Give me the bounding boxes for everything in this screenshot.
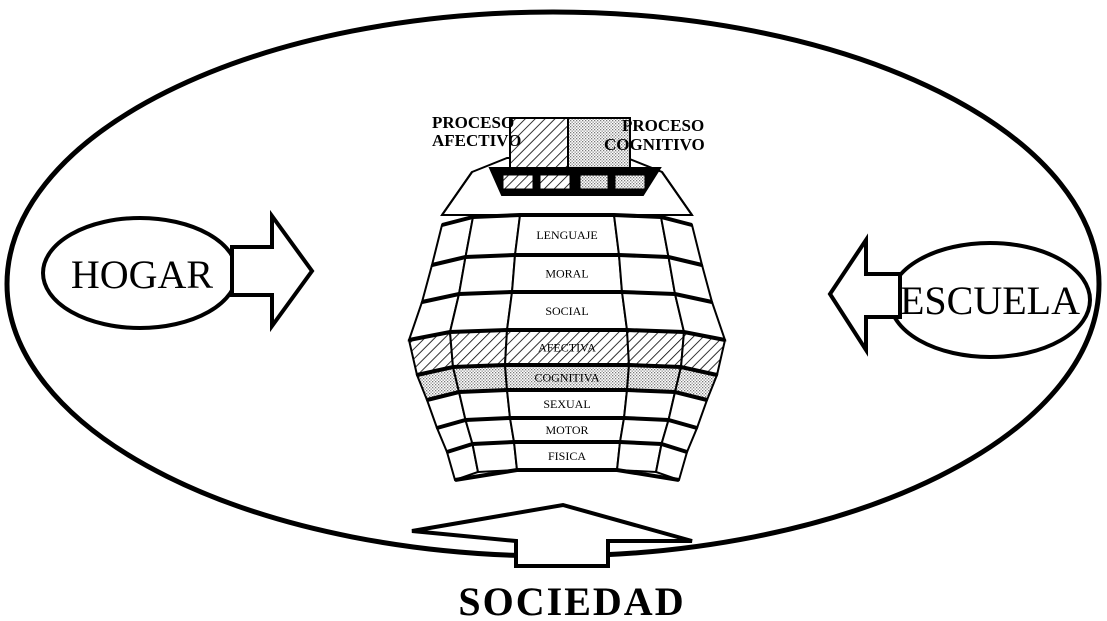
prism-layer-sexual: SEXUAL <box>425 388 709 430</box>
layer-label-lenguaje: LENGUAJE <box>536 228 597 242</box>
proceso-afectivo-line-1: PROCESO <box>432 113 514 132</box>
development-prism: LENGUAJE MORAL SOCIAL AFECTIVA COGNITIVA SEXU… <box>407 117 727 482</box>
layer-separator <box>408 328 726 342</box>
hogar-label: HOGAR <box>71 252 214 297</box>
proceso-cognitivo-line-2: COGNITIVO <box>604 135 705 154</box>
proceso-afectivo-label: PROCESO AFECTIVO <box>432 113 521 150</box>
proceso-afectivo-block <box>509 117 569 169</box>
sociedad-arrow <box>411 502 693 568</box>
prism-layer-lenguaje: LENGUAJE <box>430 213 704 267</box>
layer-face-left-inner <box>451 363 509 394</box>
escuela-label: ESCUELA <box>900 278 1080 323</box>
layer-face-right-inner <box>622 388 677 422</box>
prism-base <box>454 468 680 482</box>
layer-separator <box>431 253 703 267</box>
core-cell-3 <box>579 174 609 190</box>
hogar-arrow <box>230 209 315 333</box>
layer-separator <box>446 440 688 454</box>
layer-face-left-inner <box>448 328 509 369</box>
proceso-cognitivo-block <box>567 117 631 169</box>
layer-face-left-inner <box>457 388 512 422</box>
prism-layer-fisica: FISICA <box>445 440 689 482</box>
layer-separator <box>421 290 713 304</box>
layer-face-right-inner <box>618 416 670 446</box>
layer-separator <box>436 416 698 430</box>
rim-right <box>661 171 693 216</box>
layer-face-right-inner <box>617 253 677 296</box>
layer-label-moral: MORAL <box>545 267 588 281</box>
layer-face-left-inner <box>464 213 522 259</box>
layer-face-left-inner <box>448 290 514 334</box>
rim-left <box>441 171 473 216</box>
layer-face-right-inner <box>615 440 663 474</box>
layer-label-sexual: SEXUAL <box>543 397 590 411</box>
layer-separator <box>416 363 718 377</box>
layer-face-right-inner <box>625 328 686 369</box>
proceso-cognitivo-line-1: PROCESO <box>622 116 704 135</box>
proceso-cognitivo-label: PROCESO COGNITIVO <box>604 116 705 154</box>
core-cell-4 <box>614 174 646 190</box>
layer-face-right-inner <box>625 363 683 394</box>
layer-face-right-inner <box>612 213 670 259</box>
core-cell-2 <box>539 174 571 190</box>
layer-face-left-inner <box>471 440 519 474</box>
layer-label-social: SOCIAL <box>545 304 588 318</box>
prism-layer-afectiva: AFECTIVA <box>407 328 727 377</box>
proceso-afectivo-line-2: AFECTIVO <box>432 131 521 150</box>
layer-face-right-inner <box>620 290 686 334</box>
layer-label-fisica: FISICA <box>548 449 586 463</box>
layer-separator <box>441 213 693 227</box>
layer-face-left-inner <box>464 416 516 446</box>
layer-separator <box>426 388 708 402</box>
prism-layer-motor: MOTOR <box>435 416 699 454</box>
escuela-arrow <box>827 233 902 357</box>
layer-face-left-inner <box>457 253 517 296</box>
hogar-node: HOGAR <box>41 216 239 330</box>
core-cell-1 <box>502 174 534 190</box>
layer-label-motor: MOTOR <box>545 423 588 437</box>
layer-label-cognitiva: COGNITIVA <box>534 371 599 385</box>
sociedad-label: SOCIEDAD <box>458 579 685 621</box>
layer-label-afectiva: AFECTIVA <box>538 341 596 355</box>
escuela-node: ESCUELA <box>888 241 1092 359</box>
